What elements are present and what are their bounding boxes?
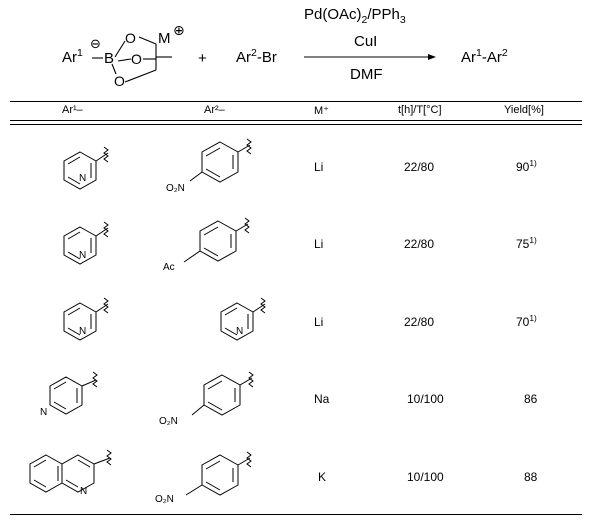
cell-yield: 901) xyxy=(516,158,537,174)
cell-m: Li xyxy=(314,315,324,329)
header-m: M⁺ xyxy=(314,105,329,117)
cell-m: Li xyxy=(314,237,324,251)
header-ar2: Ar²– xyxy=(204,104,225,116)
header-ar1: Ar¹– xyxy=(62,104,83,116)
acetyl-group-label: Ac xyxy=(163,262,175,273)
nitrogen-label: N xyxy=(79,250,87,261)
oxygen-atom-label-top: O xyxy=(125,30,136,46)
nitrogen-label: N xyxy=(79,173,87,184)
positive-charge-symbol: ⊕ xyxy=(173,22,185,38)
reactant1-ar-label: Ar1 xyxy=(62,47,83,66)
negative-charge-symbol: ⊖ xyxy=(90,36,101,51)
rule-top-2 xyxy=(10,124,582,125)
rule-top-1 xyxy=(10,101,582,102)
cell-yield: 88 xyxy=(524,470,538,484)
catalyst-label: Pd(OAc)2/PPh3 xyxy=(304,6,406,26)
nitro-group-label: O₂N xyxy=(155,494,174,505)
cocatalyst-label: CuI xyxy=(354,33,378,50)
boronate-cage-structure xyxy=(92,36,436,83)
plus-sign: + xyxy=(198,50,207,67)
metal-label: M xyxy=(158,30,171,47)
solvent-label: DMF xyxy=(350,66,383,83)
oxygen-atom-label-mid: O xyxy=(131,51,142,67)
nitrogen-label: N xyxy=(79,326,87,337)
nitrogen-label: N xyxy=(40,407,48,418)
product-label: Ar1-Ar2 xyxy=(461,47,508,66)
header-yield: Yield[%] xyxy=(504,104,544,116)
cell-yield: 751) xyxy=(516,235,537,251)
oxygen-atom-label-bottom: O xyxy=(114,73,125,89)
nitro-group-label: O₂N xyxy=(166,183,185,194)
rule-bottom xyxy=(10,514,582,515)
cell-time-temp: 10/100 xyxy=(407,470,444,484)
header-time-temp: t[h]/T[°C] xyxy=(398,104,442,116)
cell-time-temp: 22/80 xyxy=(404,160,435,174)
reactant2-label: Ar2-Br xyxy=(236,47,277,66)
nitrogen-label: N xyxy=(236,326,244,337)
cell-time-temp: 22/80 xyxy=(404,237,435,251)
cell-m: Li xyxy=(314,160,324,174)
cell-yield: 701) xyxy=(516,313,537,329)
cell-m: Na xyxy=(314,392,330,406)
nitro-group-label: O₂N xyxy=(159,416,178,427)
header-underline xyxy=(10,120,582,121)
boron-atom-label: B xyxy=(104,50,115,67)
cell-time-temp: 10/100 xyxy=(407,392,444,406)
nitrogen-label: N xyxy=(80,486,88,497)
cell-time-temp: 22/80 xyxy=(404,315,435,329)
cell-yield: 86 xyxy=(524,392,538,406)
cell-m: K xyxy=(318,470,327,484)
